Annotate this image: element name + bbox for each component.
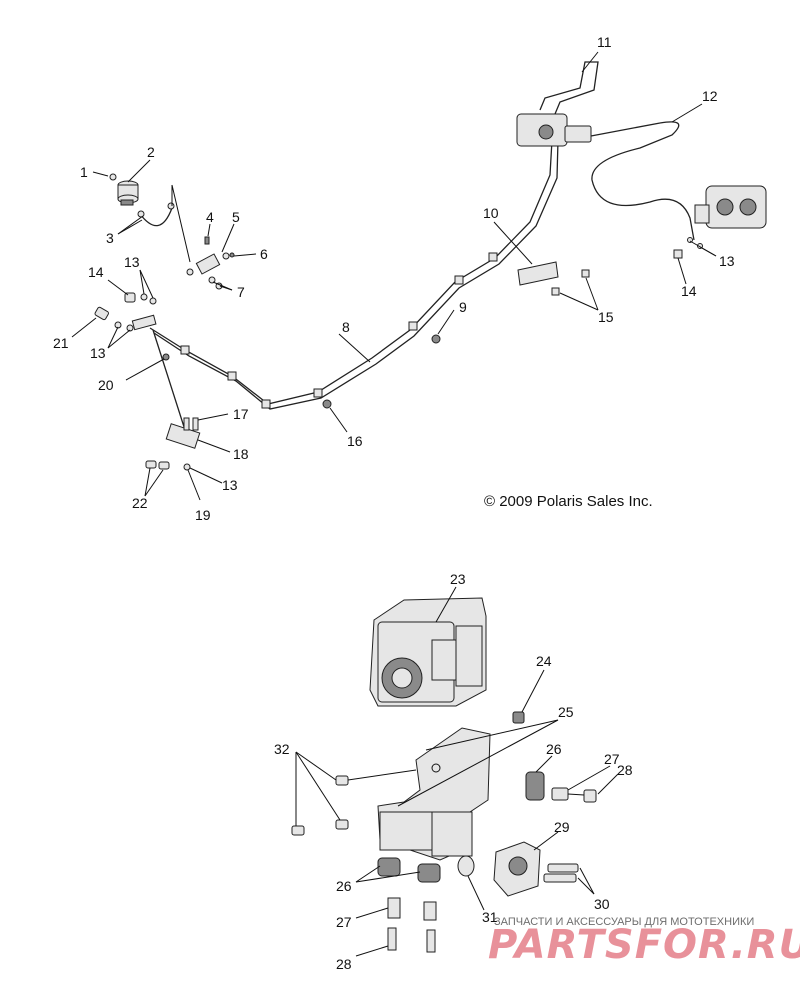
abs-unit: [369, 597, 487, 707]
callout-label: 7: [237, 284, 245, 300]
callout-label: 19: [195, 507, 211, 523]
abs-module-top: [516, 61, 599, 147]
callout-label: 26: [546, 741, 562, 757]
bottom-isolator-set: [377, 857, 441, 953]
bushing-31: [457, 855, 475, 877]
upper-callouts: 1 2 3 4 5 6 7 8 9 10 11 12 13 13 13 13 1…: [53, 34, 735, 523]
callout-label: 28: [617, 762, 633, 778]
lower-callouts: 23 24 25 26 26 27 27 28 28 29 30 31 32: [274, 571, 633, 972]
front-fittings: [94, 292, 157, 332]
callout-label: 13: [719, 253, 735, 269]
callout-label: 13: [222, 477, 238, 493]
callout-label: 15: [598, 309, 614, 325]
callout-label: 4: [206, 209, 214, 225]
bracket-bolts: [291, 769, 417, 836]
callout-label: 25: [558, 704, 574, 720]
callout-label: 27: [604, 751, 620, 767]
callout-label: 28: [336, 956, 352, 972]
callout-label: 27: [336, 914, 352, 930]
watermark-brand: PARTSFOR.RU: [488, 922, 800, 968]
callout-label: 13: [90, 345, 106, 361]
callout-label: 13: [124, 254, 140, 270]
callout-label: 22: [132, 495, 148, 511]
right-isolator-set: [525, 771, 597, 803]
callout-label: 8: [342, 319, 350, 335]
callout-label: 24: [536, 653, 552, 669]
callout-label: 21: [53, 335, 69, 351]
callout-label: 23: [450, 571, 466, 587]
callout-label: 30: [594, 896, 610, 912]
rear-caliper: [673, 185, 767, 259]
reservoir-hose: [137, 202, 175, 227]
clamp-bracket: [493, 841, 579, 897]
callout-label: 5: [232, 209, 240, 225]
callout-label: 29: [554, 819, 570, 835]
callout-label: 26: [336, 878, 352, 894]
watermark-tagline: ЗАПЧАСТИ И АКСЕССУАРЫ ДЛЯ МОТОТЕХНИКИ: [494, 916, 754, 928]
callout-label: 6: [260, 246, 268, 262]
callout-label: 11: [597, 34, 612, 50]
copyright-notice: © 2009 Polaris Sales Inc.: [484, 493, 653, 510]
callout-label: 14: [88, 264, 104, 280]
callout-label: 16: [347, 433, 363, 449]
line-bracket: [517, 261, 590, 296]
rear-caliper-line: [590, 121, 695, 241]
callout-label: 18: [233, 446, 249, 462]
callout-label: 17: [233, 406, 249, 422]
callout-label: 12: [702, 88, 718, 104]
reservoir: [109, 173, 139, 206]
callout-label: 32: [274, 741, 290, 757]
upper-leader-lines: [71, 51, 717, 501]
callout-label: 9: [459, 299, 467, 315]
callout-label: 31: [482, 909, 498, 925]
callout-label: 2: [147, 144, 155, 160]
junction-block: [186, 236, 235, 290]
mounting-nuts: [322, 334, 441, 409]
callout-label: 10: [483, 205, 499, 221]
mounting-bracket: [377, 727, 491, 861]
lower-leader-lines: [295, 586, 619, 957]
callout-label: 1: [80, 164, 88, 180]
callout-label: 20: [98, 377, 114, 393]
callout-label: 3: [106, 230, 114, 246]
main-brake-line: [149, 139, 559, 410]
bolt-24: [512, 711, 525, 724]
watermark: ЗАПЧАСТИ И АКСЕССУАРЫ ДЛЯ МОТОТЕХНИКИ PA…: [488, 916, 800, 968]
caliper-line-front: [145, 329, 201, 471]
callout-label: 14: [681, 283, 697, 299]
